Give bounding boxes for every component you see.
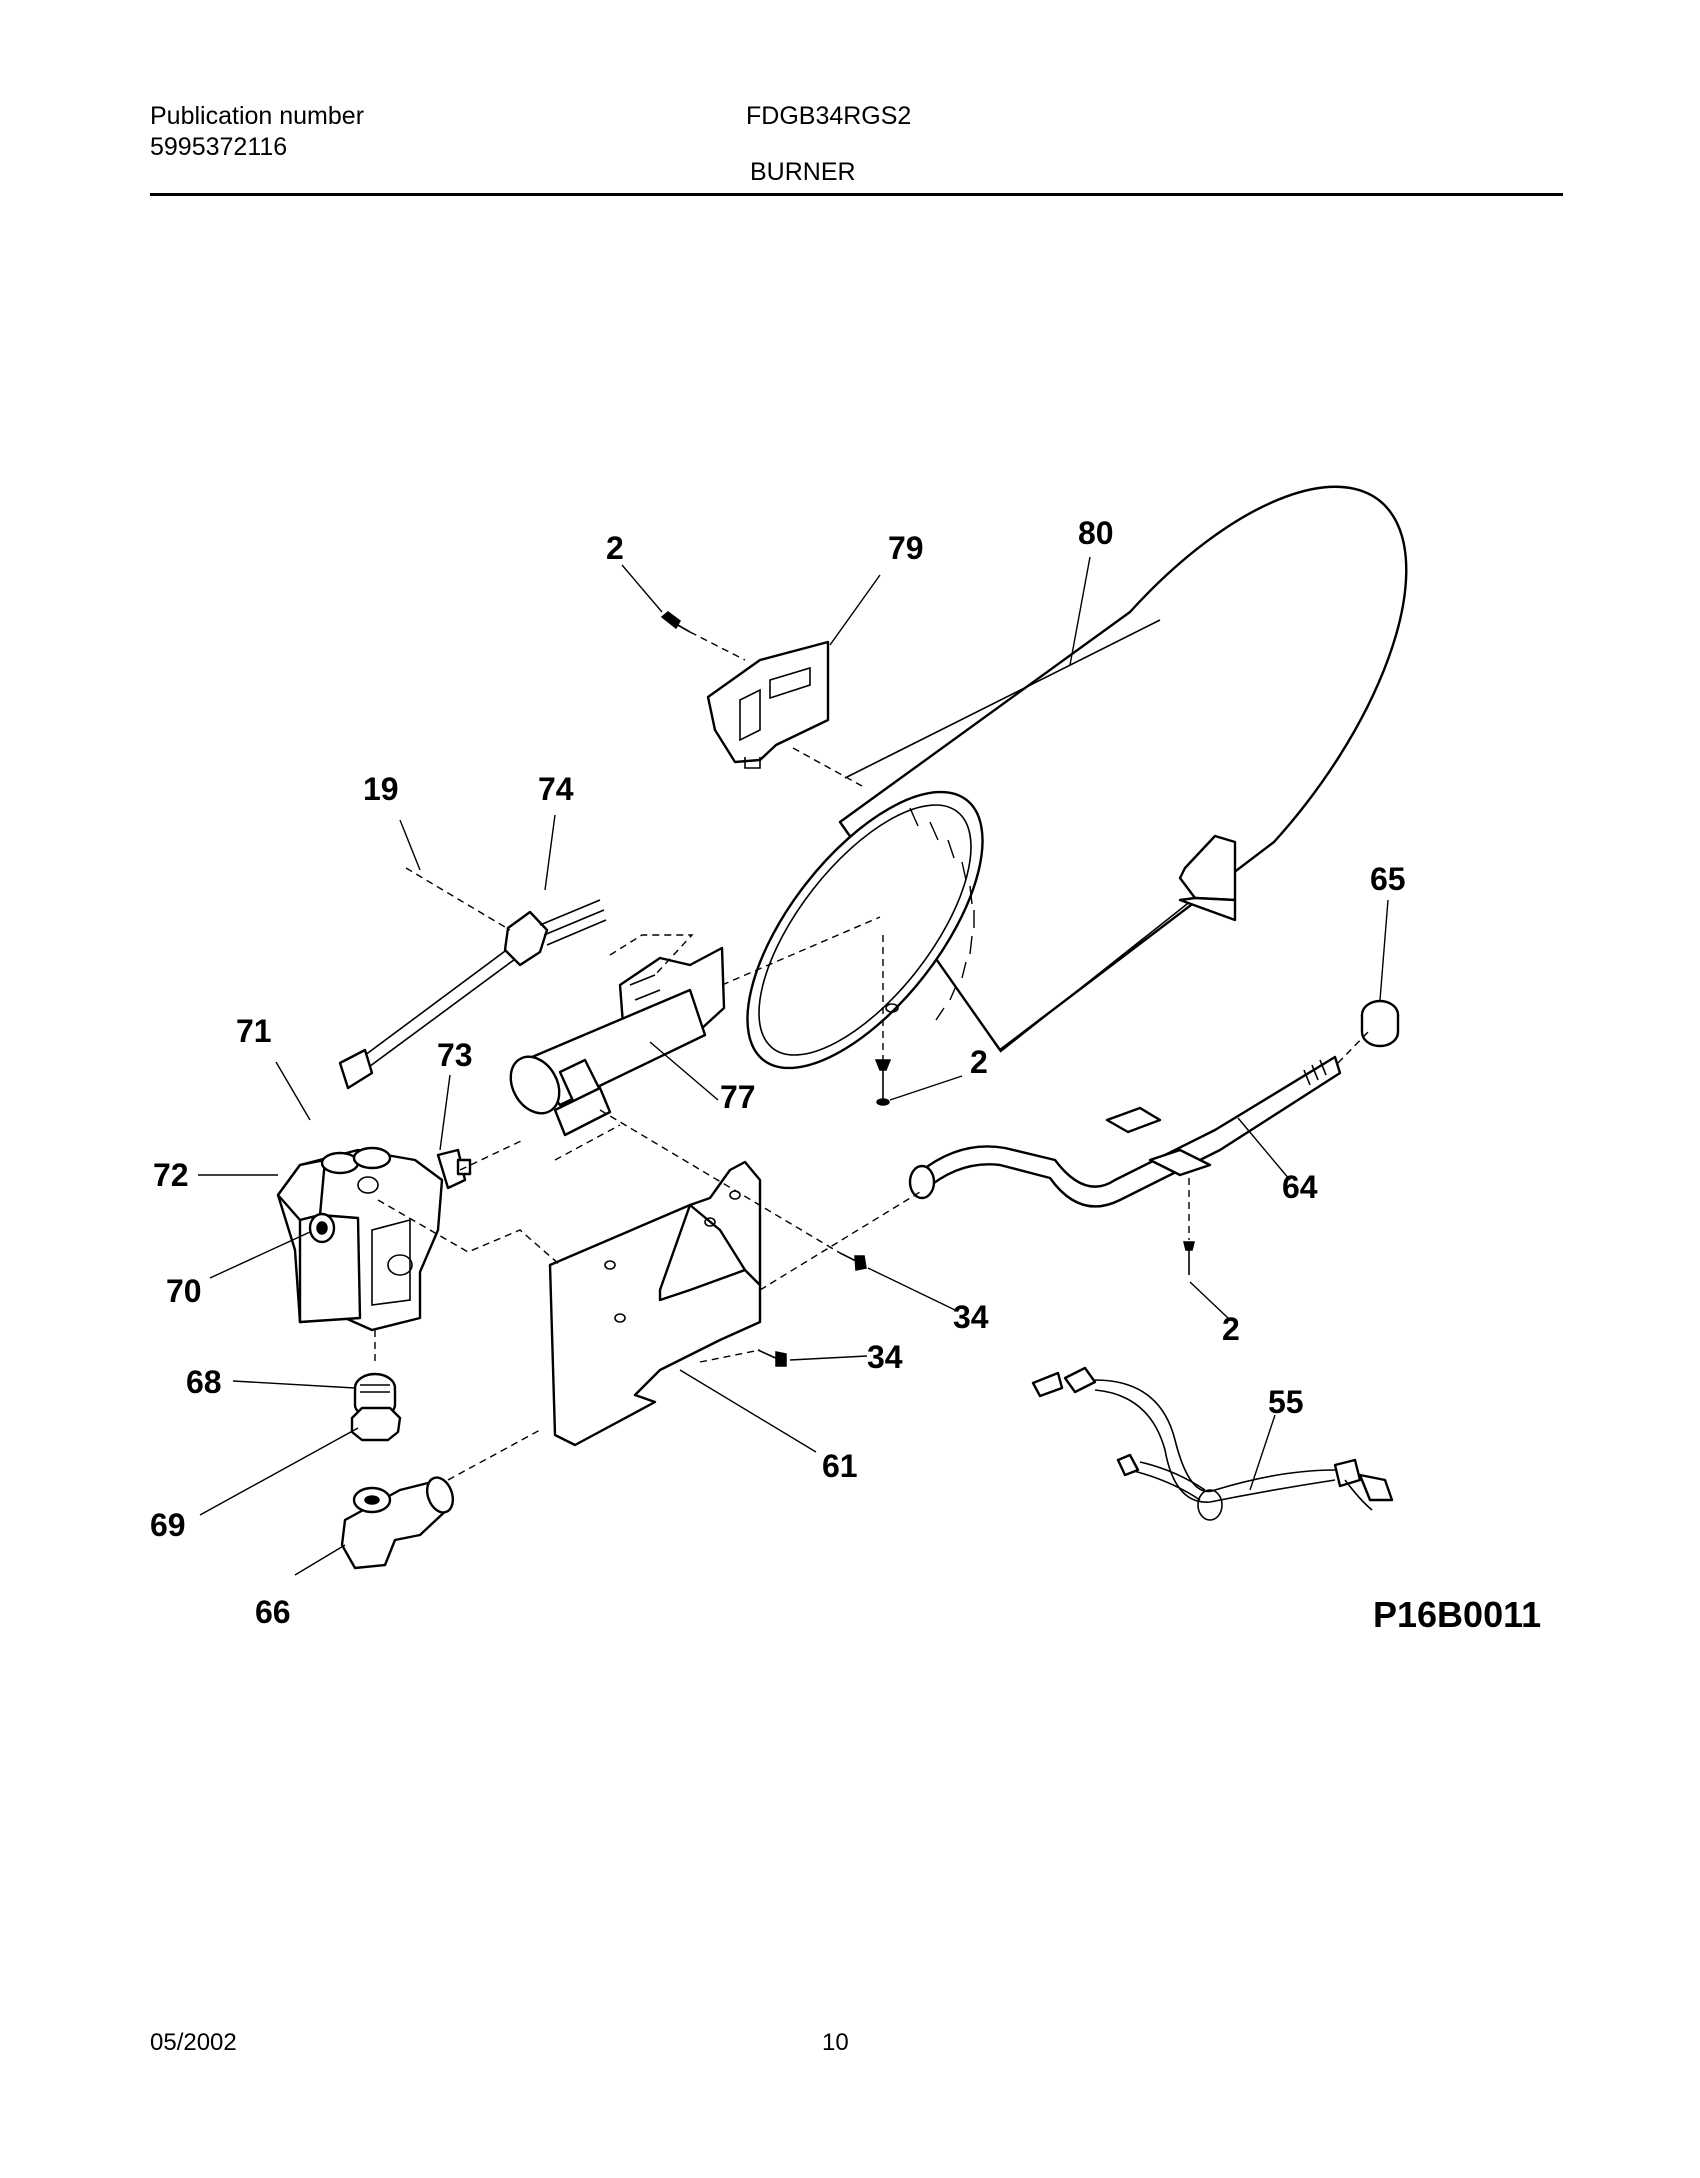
callout-69: 69 bbox=[150, 1507, 186, 1543]
part-79-flame-sensor bbox=[706, 640, 830, 769]
callout-72: 72 bbox=[153, 1157, 189, 1193]
part-65-cap bbox=[1360, 999, 1400, 1048]
callout-65: 65 bbox=[1370, 861, 1406, 897]
part-77-burner-tube bbox=[509, 946, 726, 1137]
figure-code: P16B0011 bbox=[1373, 1594, 1541, 1635]
callout-55: 55 bbox=[1268, 1384, 1304, 1420]
publication-number: 5995372116 bbox=[150, 133, 288, 161]
callout-71: 71 bbox=[236, 1013, 272, 1049]
callout-labels: 2 79 80 19 74 65 71 73 77 2 72 64 70 34 … bbox=[150, 515, 1406, 1630]
callout-2-top: 2 bbox=[606, 530, 624, 566]
part-2-screw-lower bbox=[1183, 1241, 1195, 1275]
callout-73: 73 bbox=[437, 1037, 473, 1073]
callout-68: 68 bbox=[186, 1364, 222, 1400]
part-70-gas-valve bbox=[276, 1146, 472, 1332]
part-19-ignitor bbox=[338, 899, 607, 1090]
callout-64: 64 bbox=[1282, 1169, 1318, 1205]
callout-61: 61 bbox=[822, 1448, 858, 1484]
part-34-screw-lower bbox=[757, 1349, 787, 1367]
part-64-pipe bbox=[908, 1055, 1342, 1208]
callout-2-lower: 2 bbox=[1222, 1311, 1240, 1347]
callout-66: 66 bbox=[255, 1594, 291, 1630]
callout-70: 70 bbox=[166, 1273, 202, 1309]
part-61-shield bbox=[548, 1160, 762, 1447]
page-number: 10 bbox=[822, 2029, 849, 2056]
callout-74: 74 bbox=[538, 771, 574, 807]
part-2-screw-middle bbox=[874, 1059, 892, 1106]
publication-label: Publication number bbox=[150, 102, 365, 130]
callout-2-middle: 2 bbox=[970, 1044, 988, 1080]
part-66-elbow bbox=[340, 1476, 455, 1570]
part-80-combustion-chamber bbox=[746, 485, 1408, 1070]
leader-lines bbox=[198, 556, 1389, 1576]
assembly-lines bbox=[374, 631, 1371, 1481]
callout-79: 79 bbox=[888, 530, 924, 566]
section-title: BURNER bbox=[750, 158, 856, 186]
callout-34-lower: 34 bbox=[867, 1339, 903, 1375]
callout-34-upper: 34 bbox=[953, 1299, 989, 1335]
part-34-screw-upper bbox=[839, 1252, 867, 1271]
part-68-69-fitting bbox=[350, 1372, 402, 1442]
callout-77: 77 bbox=[720, 1079, 756, 1115]
callout-80: 80 bbox=[1078, 515, 1114, 551]
model-number: FDGB34RGS2 bbox=[746, 102, 912, 130]
part-55-wire-harness bbox=[1031, 1366, 1394, 1521]
part-2-screw-top bbox=[660, 611, 691, 633]
callout-19: 19 bbox=[363, 771, 399, 807]
publication-date: 05/2002 bbox=[150, 2029, 237, 2056]
header-rule bbox=[150, 193, 1563, 196]
